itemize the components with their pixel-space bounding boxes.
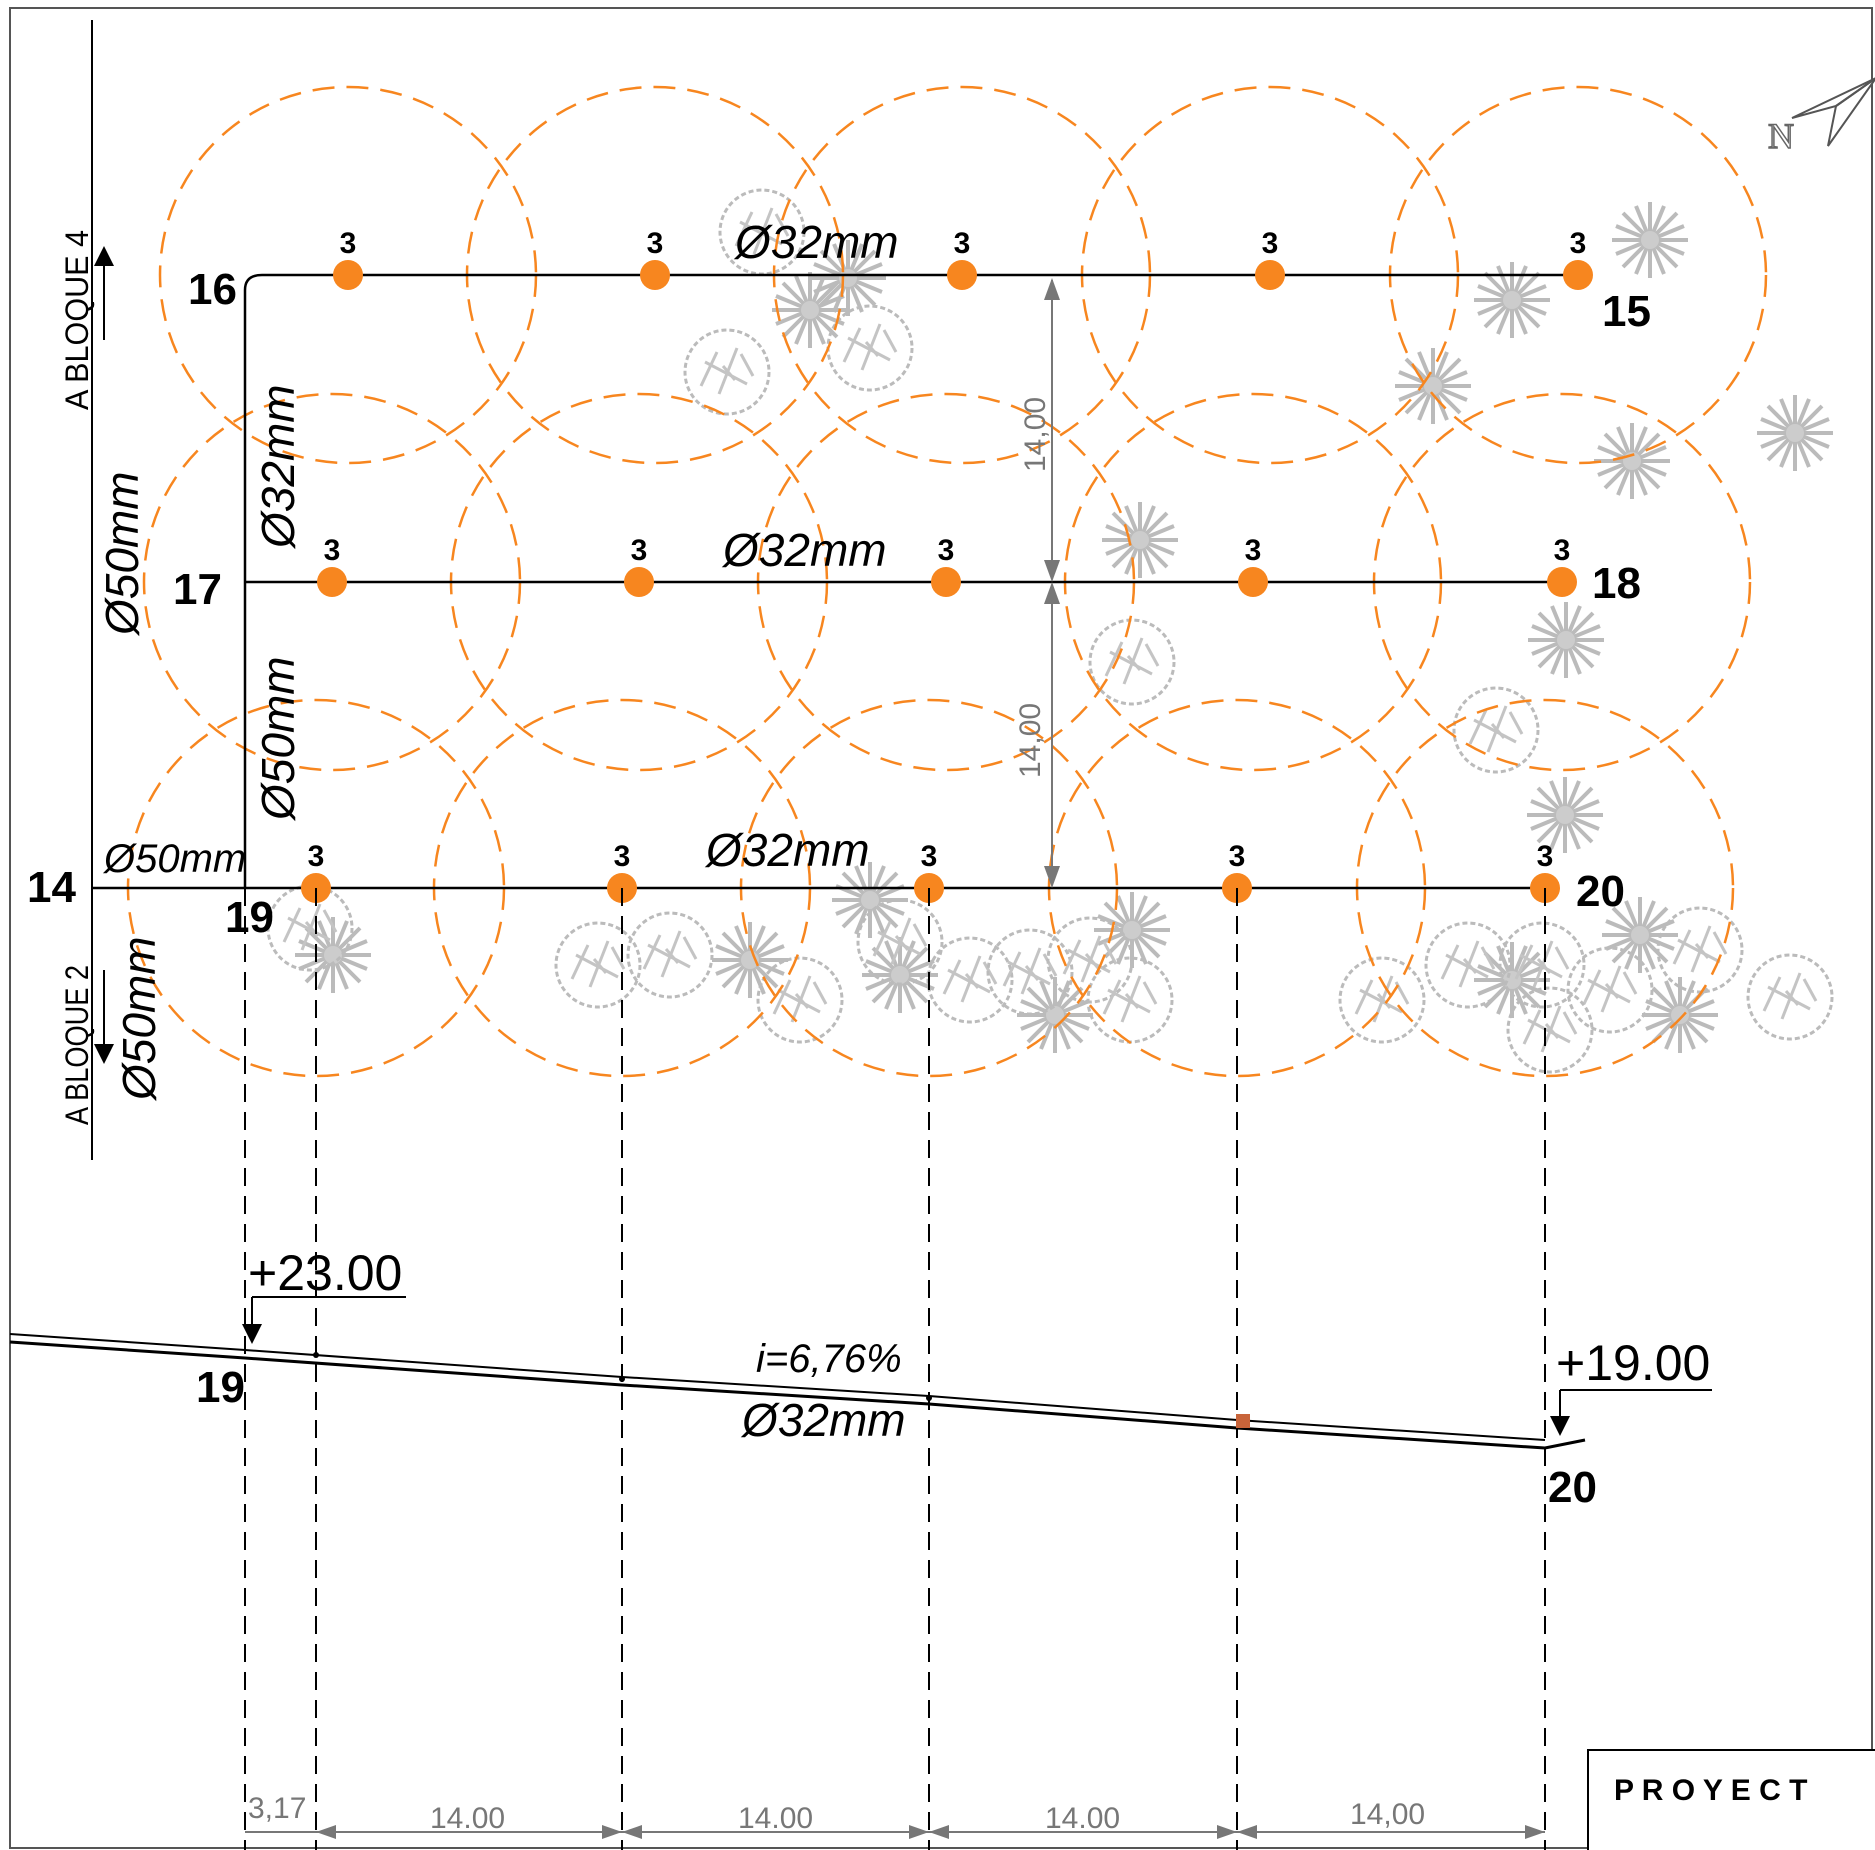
profile-node-end: 20 — [1548, 1463, 1597, 1512]
sprinkler-head — [333, 260, 363, 290]
sprinkler-count-label: 3 — [631, 534, 648, 567]
tree-symbol-icon — [1755, 393, 1835, 473]
shrub-symbol-icon — [1088, 618, 1176, 706]
sprinkler-count-label: 3 — [1537, 840, 1554, 873]
profile-marker — [1236, 1414, 1250, 1428]
tree-symbol-icon — [710, 920, 790, 1000]
sprinkler-count-label: 3 — [1262, 227, 1279, 260]
projection-lines — [244, 888, 1546, 1850]
shrub-symbol-icon — [1746, 953, 1834, 1041]
sprinkler-count-label: 3 — [1554, 534, 1571, 567]
sprinkler-head — [1238, 567, 1268, 597]
shrub-symbol-icon — [926, 936, 1014, 1024]
profile-pipe-label: Ø32mm — [740, 1394, 906, 1446]
drawing-border — [9, 7, 1873, 1849]
node-label-19: 19 — [225, 893, 274, 942]
shrub-symbol-icon — [626, 911, 714, 999]
tree-symbol-icon — [1610, 200, 1690, 280]
pipe-label-row2: Ø32mm — [721, 524, 887, 576]
sprinkler-count-label: 3 — [938, 534, 955, 567]
sprinkler-head — [1255, 260, 1285, 290]
shrub-symbol-icon — [1338, 956, 1426, 1044]
sprinkler-count-label: 3 — [308, 840, 325, 873]
tree-symbol-icon — [1100, 500, 1180, 580]
node-label-20: 20 — [1576, 867, 1625, 916]
pipe-label-row1: Ø32mm — [733, 216, 899, 268]
profile-section: +23.00 +19.00 i=6,76% Ø32mm 19 20 — [9, 1245, 1712, 1512]
sprinkler-layer: 3 3 3 3 3 3 3 3 3 3 3 3 3 3 3 — [301, 227, 1593, 903]
sprinkler-head — [317, 567, 347, 597]
sprinkler-count-label: 3 — [324, 534, 341, 567]
tree-symbol-icon — [1472, 260, 1552, 340]
sprinkler-count-label: 3 — [921, 840, 938, 873]
tree-symbol-icon — [1526, 600, 1606, 680]
sprinkler-head — [640, 260, 670, 290]
node-label-15: 15 — [1602, 287, 1651, 336]
sprinkler-count-label: 3 — [647, 227, 664, 260]
tree-symbol-icon — [1592, 421, 1672, 501]
shrub-symbol-icon — [1506, 986, 1594, 1074]
node-label-14: 14 — [27, 863, 76, 912]
shrub-symbol-icon — [1656, 906, 1744, 994]
left-main-line: A BLOQUE 4 A BLOQUE 2 — [59, 20, 114, 1160]
pipe-label-vertical-2: Ø50mm — [252, 656, 304, 822]
shrub-symbol-icon — [826, 304, 914, 392]
pipe-label-row3: Ø32mm — [704, 824, 870, 876]
node-label-16: 16 — [188, 265, 237, 314]
dim-bottom-4: 14,00 — [1350, 1798, 1425, 1831]
sprinkler-count-label: 3 — [614, 840, 631, 873]
pipe-label-bottom-main: Ø50mm — [113, 936, 165, 1102]
profile-slope: i=6,76% — [756, 1337, 902, 1381]
sprinkler-head — [624, 567, 654, 597]
node-label-17: 17 — [173, 565, 222, 614]
dim-bottom-2: 14.00 — [738, 1802, 813, 1835]
sprinkler-head — [1547, 567, 1577, 597]
sprinkler-head — [931, 567, 961, 597]
dim-14-lower: 14,00 — [1014, 703, 1047, 778]
elevation-start: +23.00 — [248, 1245, 402, 1301]
pipe-label-left-main: Ø50mm — [96, 471, 148, 637]
shrub-symbol-icon — [683, 328, 771, 416]
dim-14-upper: 14,00 — [1019, 397, 1052, 472]
label-bloque-2: A BLOQUE 2 — [59, 965, 95, 1125]
title-block-text: P R O Y E C T — [1614, 1774, 1807, 1807]
profile-node-start: 19 — [196, 1363, 245, 1412]
title-block: P R O Y E C T — [1587, 1749, 1875, 1850]
bottom-dimension-chain: 3,17 14.00 14.00 14.00 14,00 — [245, 1792, 1545, 1839]
north-label: N — [1768, 116, 1794, 156]
sprinkler-count-label: 3 — [340, 227, 357, 260]
north-arrow-icon: N — [1767, 77, 1875, 157]
tree-symbol-icon — [1393, 346, 1473, 426]
sprinkler-head — [947, 260, 977, 290]
pipe-label-vertical-1: Ø32mm — [252, 384, 304, 550]
shrub-symbol-icon — [986, 928, 1074, 1016]
shrub-symbol-icon — [756, 956, 844, 1044]
shrub-symbol-icon — [554, 921, 642, 1009]
elevation-end: +19.00 — [1556, 1335, 1710, 1391]
sprinkler-count-label: 3 — [1245, 534, 1262, 567]
dim-bottom-0: 3,17 — [248, 1792, 306, 1825]
dim-bottom-3: 14.00 — [1045, 1802, 1120, 1835]
pipe-network — [92, 273, 1580, 890]
label-bloque-4: A BLOQUE 4 — [59, 230, 95, 410]
tree-symbol-icon — [860, 935, 940, 1015]
pipe-label-horizontal-main: Ø50mm — [102, 837, 246, 881]
sprinkler-count-label: 3 — [1570, 227, 1587, 260]
sprinkler-head — [1563, 260, 1593, 290]
node-label-18: 18 — [1592, 559, 1641, 608]
vegetation-layer — [266, 188, 1835, 1074]
dim-bottom-1: 14.00 — [430, 1802, 505, 1835]
sprinkler-count-label: 3 — [954, 227, 971, 260]
sprinkler-count-label: 3 — [1229, 840, 1246, 873]
vertical-dimension: 14,00 14,00 — [1014, 278, 1060, 888]
